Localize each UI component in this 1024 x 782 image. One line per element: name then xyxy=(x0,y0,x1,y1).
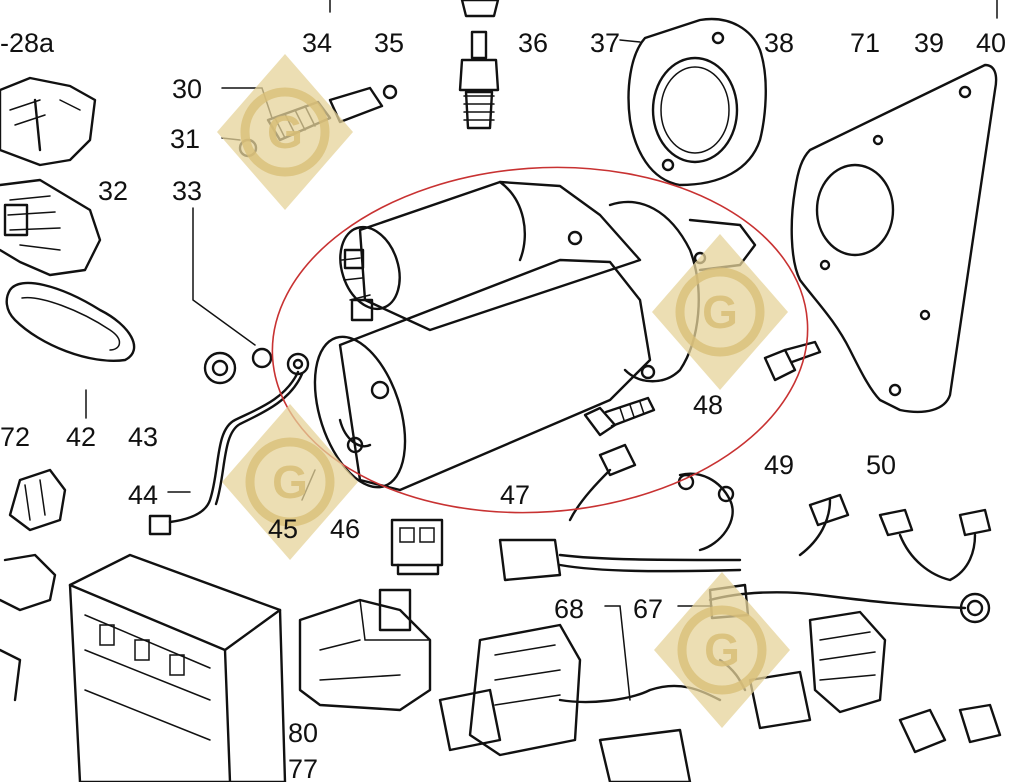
label-71: 71 xyxy=(850,28,880,58)
label-38: 38 xyxy=(764,28,794,58)
label-44: 44 xyxy=(128,480,158,510)
label-67: 67 xyxy=(633,594,663,624)
label-46: 46 xyxy=(330,514,360,544)
connector-block-part xyxy=(298,588,432,712)
gasket-38-part xyxy=(627,17,767,187)
label-31: 31 xyxy=(170,124,200,154)
label-35: 35 xyxy=(374,28,404,58)
label-48: 48 xyxy=(693,390,723,420)
watermark-logo: G xyxy=(222,404,358,560)
label-37: 37 xyxy=(590,28,620,58)
ecu-box-part xyxy=(68,553,287,782)
highlight-ellipse xyxy=(271,166,809,514)
left-connectors-part xyxy=(0,468,67,702)
relay-46-part xyxy=(390,518,444,576)
spark-plug-36-part xyxy=(458,0,500,130)
label-72: 72 xyxy=(0,422,30,452)
label-33: 33 xyxy=(172,176,202,206)
label-68: 68 xyxy=(554,594,584,624)
label-80: 80 xyxy=(288,718,318,748)
watermark-logo: G xyxy=(652,234,788,390)
cable-44-part xyxy=(148,370,304,536)
label-49: 49 xyxy=(764,450,794,480)
ecu-module-part xyxy=(0,178,102,277)
svg-text:G: G xyxy=(267,106,303,158)
label-28a: -28a xyxy=(0,28,55,58)
label-32: 32 xyxy=(98,176,128,206)
bolt-49-part xyxy=(763,340,822,382)
label-42: 42 xyxy=(66,422,96,452)
watermark-logo: G xyxy=(654,572,790,728)
connector-part xyxy=(0,76,97,167)
svg-text:G: G xyxy=(272,456,308,508)
starter-motor-part xyxy=(313,180,757,492)
label-45: 45 xyxy=(268,514,298,544)
svg-text:G: G xyxy=(702,286,738,338)
label-36: 36 xyxy=(518,28,548,58)
mounting-plate-50-part xyxy=(790,63,998,414)
label-39: 39 xyxy=(914,28,944,58)
gasket-42-part xyxy=(5,281,136,362)
label-34: 34 xyxy=(302,28,332,58)
label-50: 50 xyxy=(866,450,896,480)
part-number-labels: -28a 34 35 36 37 38 71 39 40 30 31 32 33… xyxy=(0,28,1006,782)
watermark-logo: G xyxy=(217,54,353,210)
label-43: 43 xyxy=(128,422,158,452)
label-40: 40 xyxy=(976,28,1006,58)
label-30: 30 xyxy=(172,74,202,104)
leader-lines xyxy=(85,0,998,701)
svg-text:G: G xyxy=(704,624,740,676)
label-77: 77 xyxy=(288,754,318,782)
wiring-harness-part xyxy=(498,443,992,624)
bolt-48-part xyxy=(583,396,656,437)
label-47: 47 xyxy=(500,480,530,510)
